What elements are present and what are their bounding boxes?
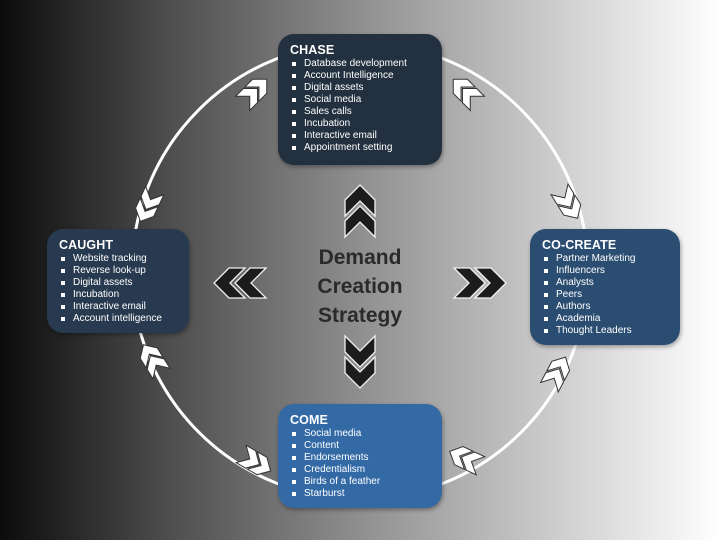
center-arrow-right-icon [453,267,507,299]
list-item: Partner Marketing [542,253,668,265]
co-create-list: Partner Marketing Influencers Analysts P… [542,253,668,337]
ring-arrow-bottom-right-icon [444,441,486,476]
center-arrow-up-icon [344,184,376,238]
caught-list: Website tracking Reverse look-up Digital… [59,253,177,325]
center-arrow-left-icon [213,267,267,299]
title-line: Strategy [317,304,403,327]
chase-box: CHASE Database development Account Intel… [278,34,442,165]
list-item: Reverse look-up [59,265,177,277]
list-item: Digital assets [290,82,430,94]
ring-arrow-left-upper-icon [130,185,165,227]
list-item: Starburst [290,488,430,500]
list-item: Endorsements [290,452,430,464]
list-item: Influencers [542,265,668,277]
list-item: Peers [542,289,668,301]
list-item: Sales calls [290,106,430,118]
list-item: Academia [542,313,668,325]
ring-arrow-left-lower-icon [134,338,171,380]
ring-arrow-bottom-left-icon [235,444,277,481]
come-box: COME Social media Content Endorsements C… [278,404,442,508]
list-item: Incubation [59,289,177,301]
list-item: Account Intelligence [290,70,430,82]
list-item: Digital assets [59,277,177,289]
list-item: Website tracking [59,253,177,265]
come-title: COME [290,413,328,427]
list-item: Thought Leaders [542,325,668,337]
chase-title: CHASE [290,43,335,57]
list-item: Account intelligence [59,313,177,325]
co-create-title: CO-CREATE [542,238,617,252]
list-item: Interactive email [290,130,430,142]
list-item: Database development [290,58,430,70]
list-item: Incubation [290,118,430,130]
list-item: Interactive email [59,301,177,313]
chase-list: Database development Account Intelligenc… [290,58,430,154]
caught-box: CAUGHT Website tracking Reverse look-up … [47,229,189,333]
list-item: Authors [542,301,668,313]
list-item: Social media [290,94,430,106]
list-item: Appointment setting [290,142,430,154]
list-item: Analysts [542,277,668,289]
diagram-title: Demand Creation Strategy [293,243,427,330]
title-line: Creation [317,275,403,298]
list-item: Social media [290,428,430,440]
list-item: Credentialism [290,464,430,476]
list-item: Birds of a feather [290,476,430,488]
title-line: Demand [318,246,402,269]
list-item: Content [290,440,430,452]
caught-title: CAUGHT [59,238,114,252]
center-arrow-down-icon [344,335,376,389]
come-list: Social media Content Endorsements Creden… [290,428,430,500]
co-create-box: CO-CREATE Partner Marketing Influencers … [530,229,680,345]
